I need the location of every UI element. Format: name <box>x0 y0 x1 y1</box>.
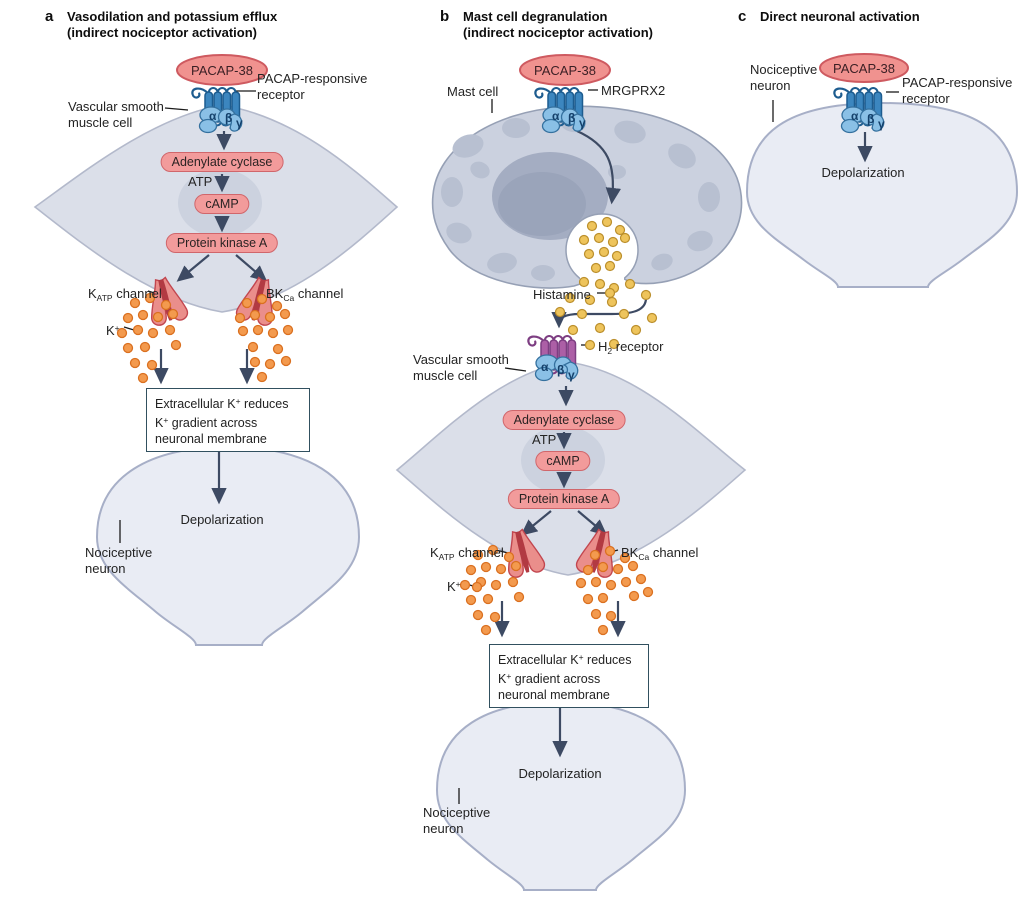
panel-c-title: Direct neuronal activation <box>760 9 920 24</box>
g-gamma-b: γ <box>579 116 586 130</box>
panel-b-title-line1: Mast cell degranulation <box>463 9 608 24</box>
pacap-receptor-label-c-line1: PACAP-responsive <box>902 75 1013 90</box>
camp-pill-b: cAMP <box>535 451 591 471</box>
extracellular-k-box-b: Extracellular K+ reduces K+ gradient acr… <box>489 644 649 708</box>
nociceptive-label-b-line2: neuron <box>423 821 464 836</box>
nociceptive-label-c-line1: Nociceptive <box>750 62 818 77</box>
pacap38-ligand-c <box>819 53 909 83</box>
pacap-receptor-label-a-line1: PACAP-responsive <box>257 71 368 86</box>
mast-nucleus-inner <box>498 172 586 236</box>
vascular-label-a-line2: muscle cell <box>68 115 133 130</box>
pacap38-label-b: PACAP-38 <box>534 63 596 78</box>
mast-cell-label: Mast cell <box>447 84 499 99</box>
panel-b-title-line2: (indirect nociceptor activation) <box>463 25 653 40</box>
depolarization-label-b: Depolarization <box>518 766 602 781</box>
camp-pill-a: cAMP <box>194 194 250 214</box>
g-beta-h2: β <box>557 363 565 377</box>
atp-label-b: ATP <box>532 432 557 447</box>
pacap-receptor-label-a-line2: receptor <box>257 87 305 102</box>
bkca-channel-label-a: BKCa channel <box>266 286 344 303</box>
k-ion-label-b: K+ <box>447 579 461 594</box>
vascular-label-b-line2: muscle cell <box>413 368 478 383</box>
pacap38-ligand-b <box>519 54 611 86</box>
k-ion-label-a: K+ <box>106 323 120 338</box>
depolarization-label-a: Depolarization <box>180 512 264 527</box>
label-lines-c <box>772 91 899 122</box>
potassium-ions-b <box>459 544 654 636</box>
pacap-receptor-label-c-line2: receptor <box>902 91 950 106</box>
panel-c-letter: c <box>738 8 747 25</box>
atp-label-a: ATP <box>188 174 213 189</box>
panel-c-art <box>745 53 1019 288</box>
pacap38-ligand-a <box>176 54 268 86</box>
katp-channel-label-a: KATP channel <box>88 286 162 303</box>
panel-a-title-line1: Vasodilation and potassium efflux <box>67 9 278 24</box>
adenylate-cyclase-pill-a: Adenylate cyclase <box>160 152 284 172</box>
nociceptive-label-b-line1: Nociceptive <box>423 805 491 820</box>
g-alpha-c: α <box>851 109 859 123</box>
panel-b-art <box>395 54 747 891</box>
pacap38-label-c: PACAP-38 <box>833 61 895 76</box>
g-beta-a: β <box>225 111 233 125</box>
vascular-label-b-line1: Vascular smooth <box>413 352 509 367</box>
pka-pill-b: Protein kinase A <box>507 489 621 509</box>
g-gamma-c: γ <box>878 117 885 131</box>
adenylate-cyclase-pill-b: Adenylate cyclase <box>502 410 626 430</box>
nociceptive-label-a-line1: Nociceptive <box>85 545 153 560</box>
panel-a-letter: a <box>45 8 54 25</box>
nociceptive-label-a-line2: neuron <box>85 561 126 576</box>
h2-receptor-label: H2 receptor <box>598 339 664 356</box>
g-alpha-h2: α <box>541 360 549 374</box>
nociceptive-neuron-c <box>745 101 1019 288</box>
katp-channel-label-b: KATP channel <box>430 545 504 562</box>
g-gamma-a: γ <box>236 116 243 130</box>
bkca-channel-label-b: BKCa channel <box>621 545 699 562</box>
g-beta-c: β <box>867 112 875 126</box>
histamine-label: Histamine <box>533 287 591 302</box>
vascular-label-a-line1: Vascular smooth <box>68 99 164 114</box>
depolarization-label-c: Depolarization <box>821 165 905 180</box>
panel-a-title-line2: (indirect nociceptor activation) <box>67 25 257 40</box>
g-beta-b: β <box>568 111 576 125</box>
g-alpha-b: α <box>552 109 560 123</box>
histamine-dots <box>554 216 658 351</box>
g-gamma-h2: γ <box>568 368 575 382</box>
potassium-ions-a <box>116 292 294 384</box>
pka-pill-a: Protein kinase A <box>165 233 279 253</box>
g-alpha-a: α <box>209 109 217 123</box>
pacap38-label-a: PACAP-38 <box>191 63 253 78</box>
mrgprx2-label: MRGPRX2 <box>601 83 666 98</box>
nociceptive-label-c-line2: neuron <box>750 78 791 93</box>
pathway-arrows-a <box>153 131 268 505</box>
extracellular-k-box-a: Extracellular K+ reduces K+ gradient acr… <box>146 388 310 452</box>
panel-b-letter: b <box>440 8 450 25</box>
